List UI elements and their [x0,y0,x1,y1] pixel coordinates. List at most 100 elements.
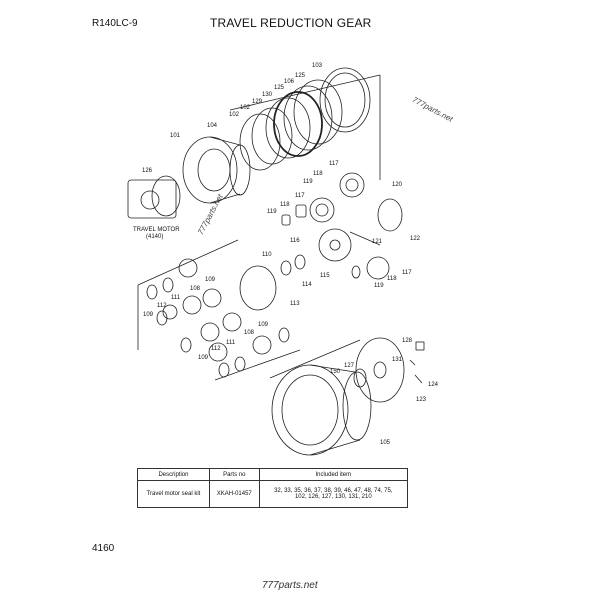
callout-119c: 119 [374,283,384,289]
gear-111-upper [182,295,202,315]
seal-126 [151,175,181,217]
travel-motor-body [127,179,177,219]
page-number: 4160 [92,543,115,554]
hub-105-edge-top [309,364,356,373]
frame-line-left-top [137,239,239,286]
bolt-124 [414,374,423,384]
callout-114: 114 [302,282,312,288]
callout-104: 104 [207,123,218,129]
washer-114 [280,260,292,276]
gear-111-lower [208,342,228,362]
callout-118c: 118 [387,276,397,282]
gear-117-mid [309,197,335,223]
callout-111a: 111 [171,295,181,301]
callout-119a: 119 [303,179,313,185]
callout-126: 126 [142,168,153,174]
header-parts-no: Parts no [208,468,260,481]
hub-105-rear [342,371,372,441]
gear-108-upper-2 [202,288,222,308]
callout-113: 113 [290,301,300,307]
gear-108-upper [178,258,198,278]
callout-116: 116 [290,238,300,244]
callout-130: 130 [262,92,273,98]
ring-102 [251,107,293,165]
cell-included: 32, 33, 35, 36, 37, 38, 39, 46, 47, 48, … [258,480,409,508]
callout-102b: 102 [229,112,240,118]
washer-109-b [162,277,174,293]
callout-121: 121 [372,239,383,245]
header-included-item: Included item [258,468,409,481]
washer-109-e [234,356,246,372]
hub-105-flange [271,364,349,456]
gear-117-lower [366,256,390,280]
gear-108-lower [200,322,220,342]
oring-150 [353,368,367,388]
callout-111b: 111 [226,340,236,346]
cover-123 [355,337,405,403]
callout-109d: 109 [198,355,209,361]
callout-108b: 108 [244,330,255,336]
washer-112-lower [180,337,192,353]
callout-150: 150 [330,369,341,375]
washer-119-lower [351,265,361,279]
ring-103-inner [324,72,366,128]
motor-note-line2: (4140) [146,234,163,240]
callout-115: 115 [320,273,330,279]
washer-109-c [156,310,168,326]
ring-102b [239,113,281,171]
callout-129: 129 [252,99,263,105]
gear-117-upper [339,172,365,198]
callout-123: 123 [416,397,427,403]
housing-101-flange [182,136,238,204]
shaft-121 [349,231,381,246]
washer-112-upper [162,304,178,320]
ring-130 [273,91,323,157]
frame-line-bottom [269,339,361,379]
table-row: Travel motor seal kit XKAH-01457 32, 33,… [137,480,409,508]
motor-note-line1: TRAVEL MOTOR [133,227,180,233]
carrier-116 [318,228,352,262]
ring-103 [319,67,371,133]
header-description: Description [137,468,210,481]
watermark-bottom: 777parts.net [262,580,318,591]
hub-105-edge-bottom [309,439,361,456]
callout-117b: 117 [295,193,305,199]
callout-102: 102 [240,105,251,111]
callout-101: 101 [170,133,181,139]
callout-108a: 108 [190,286,201,292]
callout-labels: 103 125 106 125 130 129 102 102 104 101 … [133,63,439,446]
carrier-116-hub [329,239,341,251]
ring-106 [283,85,333,151]
travel-motor-port [140,190,160,210]
callout-125b: 125 [274,85,285,91]
bearing-118 [295,204,307,218]
callout-127: 127 [344,363,355,369]
parts-table: Description Parts no Included item Trave… [137,468,409,508]
washer-119 [281,214,291,226]
frame-line-mid [214,349,301,381]
callout-105: 105 [380,440,391,446]
washer-109-a [146,284,158,300]
gear-117-upper-hub [345,178,359,192]
gear-108-lower-3 [252,335,272,355]
callout-112a: 112 [157,303,167,309]
callout-109b: 109 [143,312,154,318]
callout-117c: 117 [402,270,412,276]
callout-106: 106 [284,79,295,85]
ring-129 [265,97,311,159]
cover-123-center [373,361,387,379]
housing-101-rear [229,144,251,196]
seal-131 [409,359,416,366]
cell-description: Travel motor seal kit [137,480,210,508]
ring-125 [293,79,343,145]
callout-112b: 112 [211,346,221,352]
page-title: TRAVEL REDUCTION GEAR [210,16,372,30]
callout-120: 120 [392,182,403,188]
washer-109-d [218,362,230,378]
callout-118b: 118 [280,202,290,208]
callout-117a: 117 [329,161,339,167]
included-line1: 32, 33, 35, 36, 37, 38, 39, 46, 47, 48, … [274,488,393,494]
housing-101-bore [197,148,231,192]
callout-124: 124 [428,382,439,388]
